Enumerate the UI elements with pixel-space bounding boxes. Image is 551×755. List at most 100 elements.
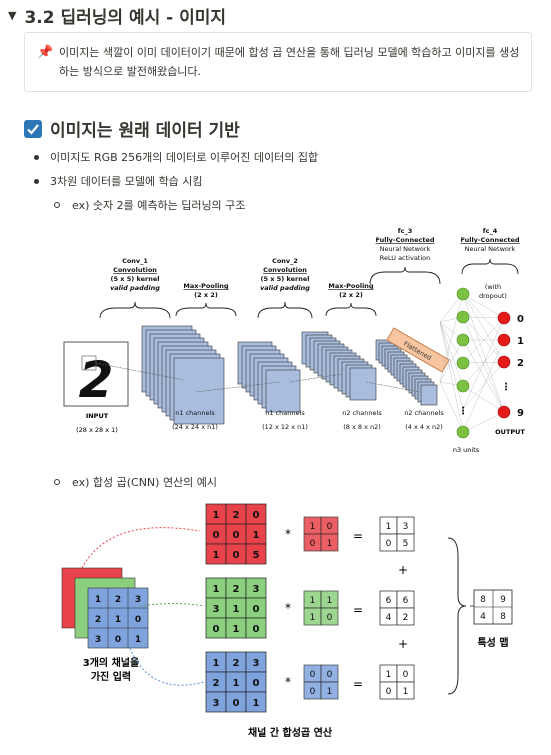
- list-item: ex) 합성 곱(CNN) 연산의 예시: [54, 474, 217, 490]
- kernel-cell: [320, 681, 339, 700]
- conv2-label: valid padding: [260, 284, 310, 292]
- matrix-value: 5: [253, 550, 260, 561]
- matrix-value: 0: [213, 530, 220, 541]
- result-value: 6: [403, 596, 409, 606]
- heading: 이미지는 원래 데이터 기반: [24, 116, 240, 141]
- list-item: ex) 숫자 2를 예측하는 딥러닝의 구조: [54, 197, 245, 213]
- matrix-value: 2: [233, 510, 240, 521]
- kernel-value: 1: [327, 687, 333, 697]
- bullet-text: 이미지도 RGB 256개의 데이터로 이루어진 데이터의 집합: [50, 151, 319, 164]
- svg-text:0: 0: [135, 615, 141, 625]
- kernel-value: 1: [310, 613, 316, 623]
- layer-dim: (12 x 12 x n1): [262, 423, 308, 431]
- output-label: OUTPUT: [495, 428, 525, 436]
- fc4-label: Fully-Connected: [460, 236, 519, 244]
- matrix-value: 0: [253, 510, 260, 521]
- matrix-value: 0: [253, 604, 260, 615]
- caret-down-icon[interactable]: ▼: [8, 8, 17, 22]
- plus-sign: +: [398, 563, 408, 577]
- plus-sign: +: [398, 637, 408, 651]
- result-value: 6: [386, 596, 392, 606]
- matrix-value: 1: [233, 624, 240, 635]
- fc4-label: fc_4: [483, 227, 498, 235]
- layer-name: n2 channels: [342, 409, 382, 417]
- kernel-value: 0: [310, 670, 316, 680]
- checkbox-icon[interactable]: [24, 119, 42, 138]
- output-digit: 1: [517, 336, 524, 347]
- feature-map-label: 특성 맵: [477, 636, 508, 649]
- kernel-value: 0: [327, 670, 333, 680]
- result-cell: [396, 681, 415, 700]
- sub-bullet-text: ex) 합성 곱(CNN) 연산의 예시: [72, 476, 218, 489]
- result-cell: [396, 533, 415, 552]
- result-value: 5: [403, 539, 409, 549]
- matrix-value: 1: [213, 510, 220, 521]
- result-value: 3: [403, 522, 409, 532]
- output-digit: 2: [517, 358, 524, 369]
- result-value: 2: [403, 613, 409, 623]
- output-dots: ⋮: [501, 382, 511, 393]
- layer-dim: (24 x 24 x n1): [172, 423, 218, 431]
- kernel-value: 1: [327, 539, 333, 549]
- cnn-architecture-image: Conv_1 Convolution (5 x 5) kernel valid …: [63, 227, 525, 454]
- layer-name: n1 channels: [175, 409, 215, 417]
- list-item: 이미지도 RGB 256개의 데이터로 이루어진 데이터의 집합: [34, 149, 318, 165]
- sub-bullet-icon: [54, 479, 60, 485]
- bullet-icon: [34, 154, 39, 160]
- kernel-value: 0: [310, 539, 316, 549]
- fc4-label: Neural Network: [465, 245, 516, 253]
- svg-text:1: 1: [115, 615, 121, 625]
- conv1-label: (5 x 5) kernel: [111, 275, 160, 283]
- section-title: 3.2 딥러닝의 예시 - 이미지: [24, 7, 227, 28]
- svg-text:3: 3: [95, 635, 101, 645]
- result-value: 1: [386, 522, 392, 532]
- svg-text:0: 0: [115, 635, 121, 645]
- output-digit: 0: [517, 314, 524, 325]
- svg-text:1: 1: [135, 635, 141, 645]
- conv1-label: valid padding: [110, 284, 160, 292]
- matrix-value: 1: [213, 658, 220, 669]
- matrix-value: 3: [213, 698, 220, 709]
- pool2-label: (2 x 2): [339, 291, 363, 299]
- multiply-sign: *: [285, 601, 291, 615]
- matrix-value: 0: [253, 624, 260, 635]
- bullet-text: 3차원 데이터를 모델에 학습 시킴: [50, 175, 203, 188]
- final-cell: 4: [480, 612, 486, 622]
- result-value: 1: [403, 687, 409, 697]
- layer-name: n2 channels: [404, 409, 444, 417]
- multiply-sign: *: [285, 527, 291, 541]
- input-caption: 3개의 채널을: [83, 656, 139, 669]
- svg-text:2: 2: [115, 595, 121, 605]
- pool1-label: (2 x 2): [194, 291, 218, 299]
- svg-text:3: 3: [135, 595, 141, 605]
- kernel-value: 0: [327, 522, 333, 532]
- matrix-value: 1: [213, 550, 220, 561]
- fc3-label: fc_3: [398, 227, 412, 235]
- pool2-label: Max-Pooling: [328, 282, 374, 290]
- kernel-value: 0: [310, 687, 316, 697]
- matrix-value: 2: [233, 584, 240, 595]
- result-cell: [396, 607, 415, 626]
- kernel-cell: [320, 533, 339, 552]
- multiply-sign: *: [285, 675, 291, 689]
- list-item: 3차원 데이터를 모델에 학습 시킴: [34, 173, 203, 189]
- matrix-value: 3: [213, 604, 220, 615]
- fc3-label: ReLU activation: [380, 254, 431, 262]
- kernel-value: 1: [310, 522, 316, 532]
- output-digit: 9: [517, 408, 524, 419]
- matrix-cell: [245, 691, 267, 713]
- final-cell: 8: [500, 612, 506, 622]
- result-value: 0: [386, 687, 392, 697]
- n3-units-label: n3 units: [453, 446, 480, 454]
- kernel-value: 1: [310, 596, 316, 606]
- section-toggle[interactable]: ▼ 3.2 딥러닝의 예시 - 이미지: [8, 2, 226, 28]
- conv2-label: Conv_2: [272, 257, 298, 265]
- conv2-label: (5 x 5) kernel: [261, 275, 310, 283]
- fc3-label: Neural Network: [380, 245, 431, 253]
- conv-footer: 채널 간 합성곱 연산: [248, 726, 333, 739]
- bullet-icon: [34, 178, 39, 184]
- pool1-label: Max-Pooling: [183, 282, 229, 290]
- sub-bullet-text: ex) 숫자 2를 예측하는 딥러닝의 구조: [72, 199, 246, 212]
- final-cell: 9: [500, 595, 506, 605]
- input-caption: 가진 입력: [91, 670, 131, 683]
